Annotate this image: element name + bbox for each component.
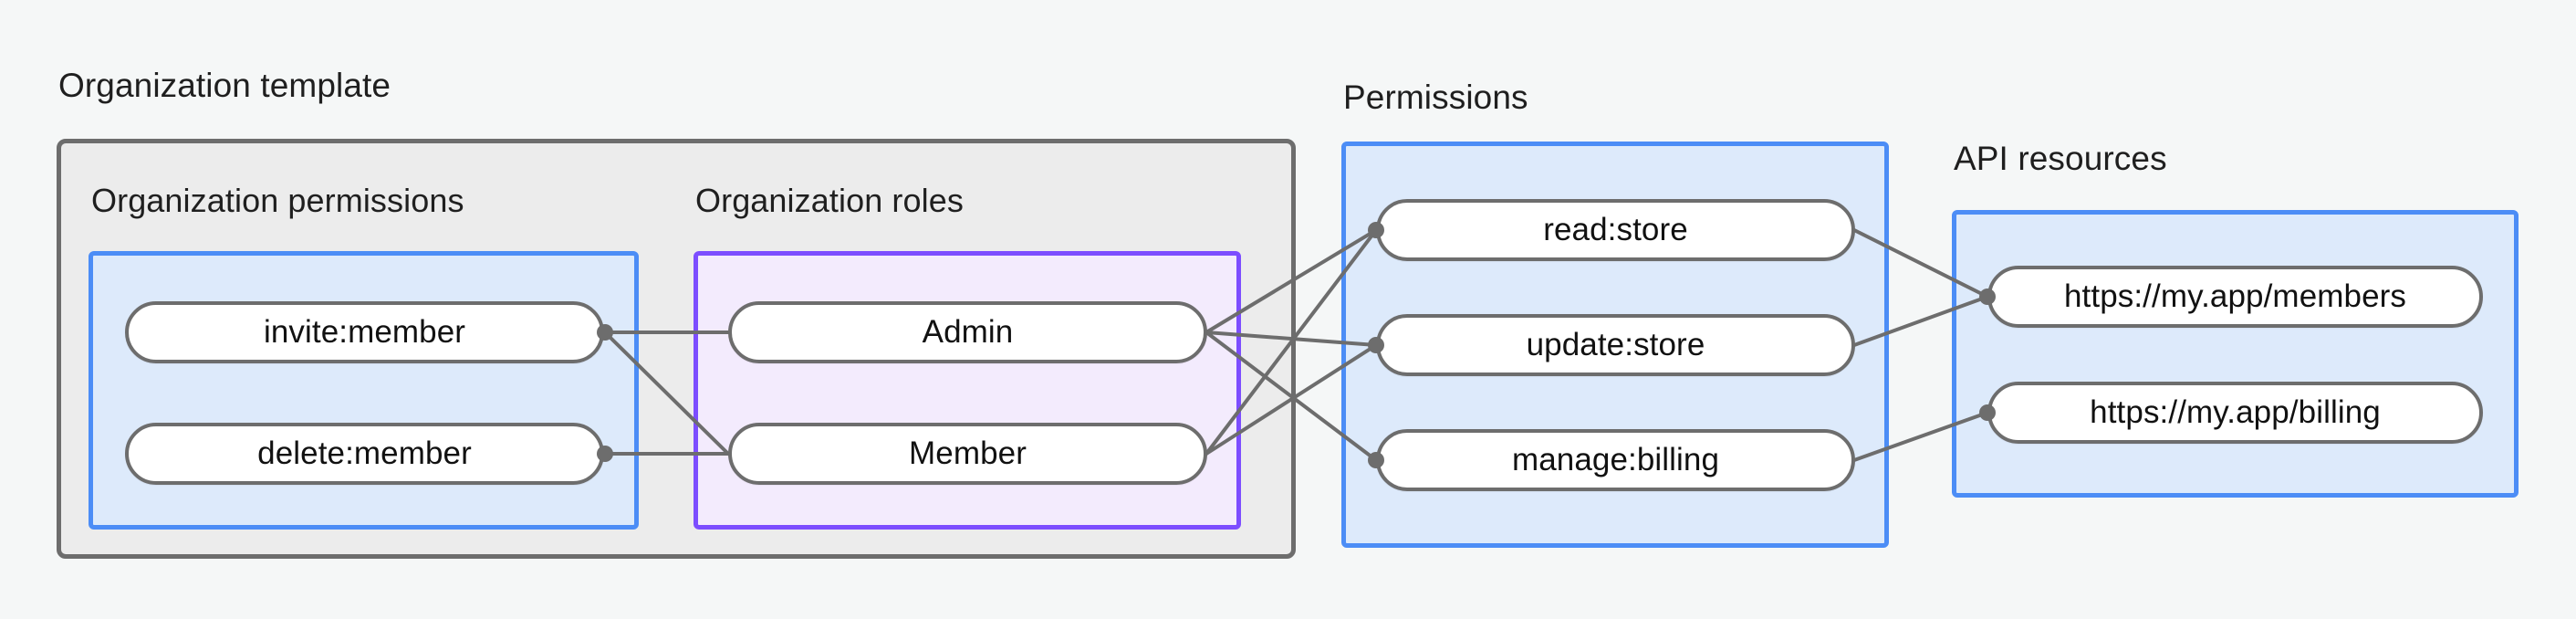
node-invite-member[interactable]: invite:member — [125, 301, 604, 363]
node-manage-billing[interactable]: manage:billing — [1376, 429, 1855, 491]
port-manage-billing-in — [1368, 452, 1384, 468]
port-update-store-in — [1368, 337, 1384, 353]
port-my-app-members-in — [1979, 289, 1996, 305]
group-organization-roles — [694, 251, 1241, 530]
group-title-organization-template: Organization template — [58, 67, 391, 104]
port-delete-member-out — [597, 446, 613, 462]
group-organization-permissions — [89, 251, 639, 530]
port-read-store-in — [1368, 222, 1384, 238]
group-api-resources — [1952, 210, 2519, 498]
group-title-organization-permissions: Organization permissions — [91, 182, 464, 219]
group-title-organization-roles: Organization roles — [695, 182, 964, 219]
node-member[interactable]: Member — [728, 423, 1207, 485]
port-my-app-billing-in — [1979, 404, 1996, 421]
node-delete-member[interactable]: delete:member — [125, 423, 604, 485]
node-update-store[interactable]: update:store — [1376, 314, 1855, 376]
node-my-app-members[interactable]: https://my.app/members — [1987, 266, 2483, 328]
node-read-store[interactable]: read:store — [1376, 199, 1855, 261]
group-title-api-resources: API resources — [1954, 140, 2167, 177]
node-my-app-billing[interactable]: https://my.app/billing — [1987, 382, 2483, 444]
node-admin[interactable]: Admin — [728, 301, 1207, 363]
group-title-permissions: Permissions — [1343, 79, 1528, 116]
port-invite-member-out — [597, 324, 613, 341]
